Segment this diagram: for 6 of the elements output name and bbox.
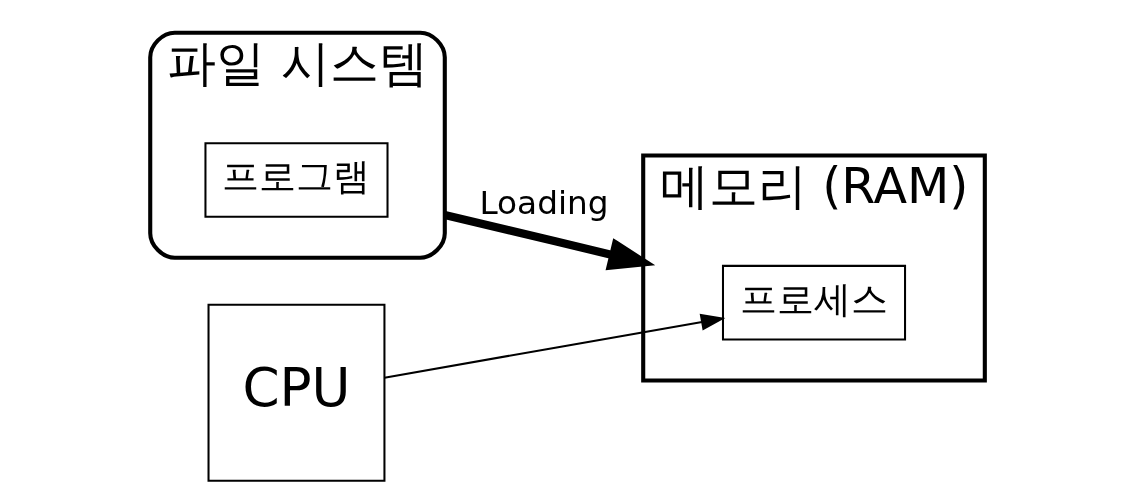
arrow (443, 210, 656, 271)
node-box: CPU (207, 303, 386, 482)
node-box: 프로그램 (204, 142, 389, 218)
node-box: 프로세스 (721, 264, 907, 341)
edge-label: Loading (479, 184, 609, 223)
arrow (384, 313, 726, 379)
